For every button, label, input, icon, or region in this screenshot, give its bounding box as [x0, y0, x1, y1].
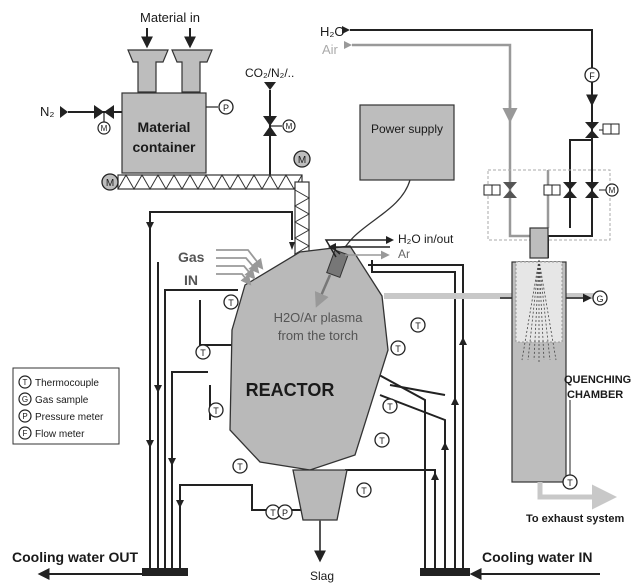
svg-text:P: P [22, 412, 27, 421]
co2-valve-icon: M [263, 116, 296, 136]
ar-label: Ar [398, 247, 410, 261]
svg-text:T: T [213, 406, 219, 416]
legend-flow-meter: Flow meter [35, 429, 85, 440]
material-container-label-1: Material [138, 119, 191, 135]
h2o-inout-label: H₂O in/out [398, 232, 454, 246]
cooling-out-manifold [142, 568, 188, 576]
quenching-label-2: CHAMBER [567, 389, 623, 401]
co2-n2-label: CO₂/N₂/.. [245, 66, 294, 80]
svg-text:P: P [223, 103, 229, 113]
thermocouple-icons: T T T T T T T T T T [195, 294, 426, 520]
exhaust-thermocouple-icon [562, 474, 578, 490]
svg-text:M: M [609, 186, 616, 195]
quench-valves: M [483, 122, 620, 198]
legend-gas-sample: Gas sample [35, 395, 89, 406]
gas-in-arrows [216, 249, 264, 286]
legend-pressure-meter: Pressure meter [35, 412, 104, 423]
svg-text:T: T [237, 462, 243, 472]
material-container [121, 92, 207, 174]
svg-text:M: M [101, 124, 108, 133]
gas-in-label-2: IN [184, 272, 198, 288]
gas-sample-icon [592, 290, 608, 306]
svg-text:M: M [286, 122, 293, 131]
quenching-label-1: QUENCHING [564, 374, 631, 386]
n2-valve-icon: M [94, 105, 114, 135]
cooling-in-manifold [420, 568, 470, 576]
slag-pressure-meter-icon [277, 504, 293, 520]
h2o-supply-label: H₂O [320, 24, 345, 39]
svg-text:T: T [379, 436, 385, 446]
legend: T Thermocouple G Gas sample P Pressure m… [12, 367, 120, 445]
svg-text:F: F [589, 71, 595, 81]
reactor-label: REACTOR [246, 380, 335, 400]
svg-text:T: T [228, 298, 234, 308]
legend-thermocouple: Thermocouple [35, 378, 99, 389]
screw-conveyor [117, 173, 311, 263]
feeder-motor-icon [293, 150, 311, 168]
material-hoppers [127, 28, 213, 93]
flow-meter-icon [584, 67, 600, 83]
svg-text:P: P [282, 508, 288, 518]
cooling-in-arrows [431, 337, 467, 480]
conveyor-motor-icon [101, 173, 119, 191]
svg-text:T: T [270, 508, 276, 518]
svg-text:T: T [387, 402, 393, 412]
air-supply-label: Air [322, 42, 339, 57]
pressure-meter-icon [218, 99, 234, 115]
exhaust-label: To exhaust system [526, 513, 624, 525]
gas-in-label-1: Gas [178, 249, 205, 265]
svg-text:T: T [567, 478, 573, 488]
svg-text:T: T [23, 378, 28, 387]
power-supply-label: Power supply [371, 122, 443, 136]
cooling-in-label: Cooling water IN [482, 549, 592, 565]
material-in-label: Material in [140, 10, 200, 25]
power-supply-box [359, 104, 455, 181]
reactor-vessel [229, 245, 389, 471]
slag-label: Slag [310, 569, 334, 583]
svg-text:M: M [106, 178, 114, 189]
svg-text:T: T [415, 321, 421, 331]
svg-text:T: T [395, 344, 401, 354]
quenching-chamber [511, 227, 567, 483]
plasma-torch [326, 249, 349, 279]
plasma-label-1: H2O/Ar plasma [274, 310, 364, 325]
plasma-label-2: from the torch [278, 328, 358, 343]
svg-text:T: T [200, 348, 206, 358]
svg-text:G: G [596, 294, 603, 304]
cooling-out-arrows [146, 222, 295, 508]
slag-outlet [292, 469, 348, 521]
n2-label: N₂ [40, 104, 54, 119]
svg-text:G: G [22, 395, 28, 404]
svg-text:M: M [298, 155, 306, 166]
svg-text:T: T [361, 486, 367, 496]
cooling-out-label: Cooling water OUT [12, 549, 138, 565]
material-container-label-2: container [132, 139, 196, 155]
svg-text:F: F [23, 429, 28, 438]
